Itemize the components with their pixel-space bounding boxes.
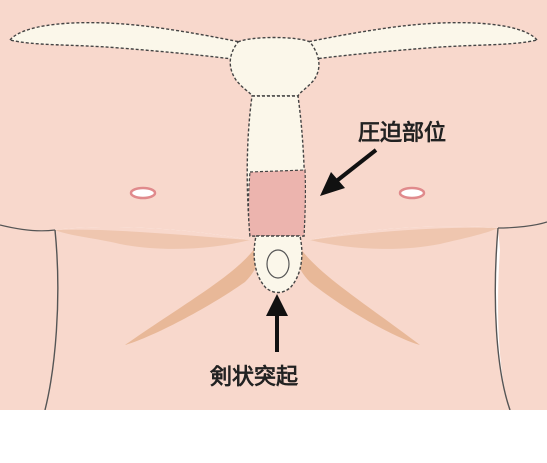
left-nipple <box>131 188 155 198</box>
xiphoid-process-label: 剣状突起 <box>209 364 299 390</box>
bottom-margin <box>0 410 547 463</box>
manubrium <box>230 38 319 97</box>
compression-area <box>249 170 306 236</box>
right-nipple <box>400 188 424 198</box>
compression-site-label: 圧迫部位 <box>358 120 446 146</box>
